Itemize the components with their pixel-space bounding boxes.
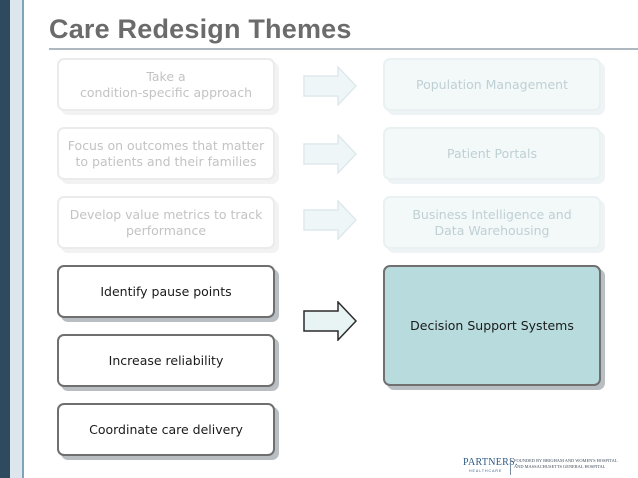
partners-logo: PARTNERS. HEALTHCARE FOUNDED BY BRIGHAM … <box>459 455 638 478</box>
logo-divider <box>510 458 511 475</box>
arrow-right-icon <box>303 200 357 240</box>
system-box-patient-portals: Patient Portals <box>383 127 601 180</box>
theme-box-pause-points: Identify pause points <box>57 265 275 318</box>
arrow-right-icon <box>303 66 357 106</box>
sidebar-band-dark <box>0 0 10 478</box>
system-box-business-intelligence: Business Intelligence and Data Warehousi… <box>383 196 601 249</box>
logo-name: PARTNERS. <box>463 457 518 468</box>
theme-box-value-metrics: Develop value metrics to track performan… <box>57 196 275 249</box>
theme-box-condition-specific: Take a condition-specific approach <box>57 58 275 111</box>
page-title: Care Redesign Themes <box>49 14 352 44</box>
arrow-right-icon <box>303 134 357 174</box>
theme-box-reliability: Increase reliability <box>57 334 275 387</box>
system-box-population-management: Population Management <box>383 58 601 111</box>
logo-tagline: FOUNDED BY BRIGHAM AND WOMEN'S HOSPITAL … <box>514 458 618 469</box>
title-divider <box>49 48 638 50</box>
arrow-right-icon <box>303 301 357 341</box>
theme-box-outcomes: Focus on outcomes that matter to patient… <box>57 127 275 180</box>
sidebar-band-line <box>22 0 24 478</box>
logo-subname: HEALTHCARE <box>469 469 503 473</box>
theme-box-coordinate-care: Coordinate care delivery <box>57 403 275 456</box>
system-box-decision-support: Decision Support Systems <box>383 265 601 386</box>
sidebar-band-light <box>10 0 22 478</box>
